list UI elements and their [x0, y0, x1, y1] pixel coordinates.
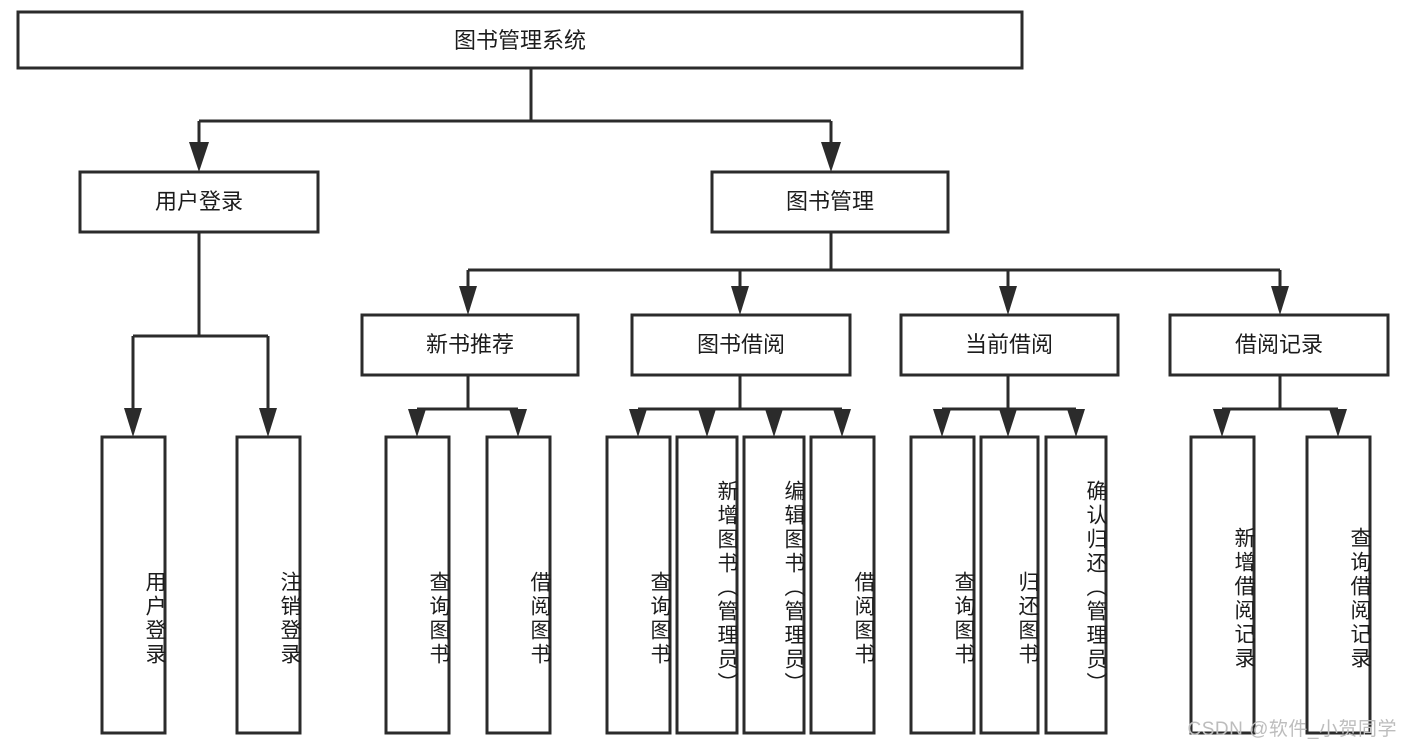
- connectors-currentborrow-to-leaves: [933, 375, 1085, 437]
- arrowhead-leaf-confirm-return: [1067, 409, 1085, 437]
- arrowhead-bookborrow: [731, 286, 749, 315]
- arrowhead-leaf-query-book-borrow: [629, 409, 647, 437]
- node-leaf-confirm-return-box[interactable]: [1044, 435, 1108, 735]
- csdn-watermark: CSDN @软件_小贺同学: [1187, 719, 1397, 740]
- arrowhead-leaf-query-book-rec: [408, 409, 426, 437]
- node-leaf-add-book-box[interactable]: [675, 435, 739, 735]
- arrowhead-leaf-edit-book: [765, 409, 783, 437]
- node-book-manage-label: 图书管理: [786, 189, 874, 214]
- node-leaf-query-book-current-box[interactable]: [909, 435, 976, 735]
- arrowhead-leaf-add-book: [698, 409, 716, 437]
- connectors-bookmanage-to-level3: [459, 232, 1289, 315]
- node-current-borrow[interactable]: 当前借阅: [899, 313, 1120, 377]
- node-user-login-label: 用户登录: [155, 189, 243, 214]
- node-book-manage-box[interactable]: [710, 170, 950, 234]
- arrowhead-book-manage: [821, 142, 841, 172]
- node-root-label: 图书管理系统: [454, 28, 586, 53]
- node-leaf-edit-book-box[interactable]: [742, 435, 806, 735]
- node-book-borrow[interactable]: 图书借阅: [630, 313, 852, 377]
- node-leaf-add-record-box[interactable]: [1189, 435, 1256, 735]
- arrowhead-newbook: [459, 286, 477, 315]
- node-leaf-logout-box[interactable]: [235, 435, 302, 735]
- node-current-borrow-label: 当前借阅: [965, 332, 1053, 357]
- arrowhead-leaf-borrow-book-rec: [509, 409, 527, 437]
- node-borrow-record[interactable]: 借阅记录: [1168, 313, 1390, 377]
- connectors-borrowrecord-to-leaves: [1213, 375, 1347, 437]
- node-borrow-record-label: 借阅记录: [1235, 332, 1323, 357]
- connectors-root-to-level2: [189, 68, 841, 172]
- node-new-book-rec-label: 新书推荐: [426, 332, 514, 357]
- arrowhead-leaf-logout: [259, 408, 277, 437]
- node-book-borrow-label: 图书借阅: [697, 332, 785, 357]
- node-leaf-user-login-box[interactable]: [100, 435, 167, 735]
- node-leaf-borrow-book-box[interactable]: [809, 435, 876, 735]
- node-leaf-return-book-box[interactable]: [979, 435, 1040, 735]
- node-new-book-rec-box[interactable]: [360, 313, 580, 377]
- arrowhead-user-login: [189, 142, 209, 172]
- node-user-login[interactable]: 用户登录: [78, 170, 320, 234]
- connectors-bookborrow-to-leaves: [629, 375, 851, 437]
- arrowhead-leaf-query-record: [1329, 409, 1347, 437]
- arrowhead-leaf-userlogin: [124, 408, 142, 437]
- arrowhead-leaf-query-book-current: [933, 409, 951, 437]
- node-current-borrow-box[interactable]: [899, 313, 1120, 377]
- arrowhead-borrowrecord: [1271, 286, 1289, 315]
- arrowhead-leaf-add-record: [1213, 409, 1231, 437]
- node-new-book-rec[interactable]: 新书推荐: [360, 313, 580, 377]
- node-root[interactable]: 图书管理系统: [16, 10, 1024, 70]
- leaf-boxes: [100, 435, 1372, 735]
- node-leaf-borrow-book-rec-box[interactable]: [485, 435, 552, 735]
- node-root-box[interactable]: [16, 10, 1024, 70]
- node-borrow-record-box[interactable]: [1168, 313, 1390, 377]
- node-user-login-box[interactable]: [78, 170, 320, 234]
- arrowhead-leaf-return-book: [999, 409, 1017, 437]
- node-leaf-query-record-box[interactable]: [1305, 435, 1372, 735]
- node-leaf-query-book-rec-box[interactable]: [384, 435, 451, 735]
- arrowhead-leaf-borrow-book: [833, 409, 851, 437]
- connectors-userlogin-to-leaves: [124, 232, 277, 437]
- arrowhead-currentborrow: [999, 286, 1017, 315]
- node-book-borrow-box[interactable]: [630, 313, 852, 377]
- connectors-newbook-to-leaves: [408, 375, 527, 437]
- node-book-manage[interactable]: 图书管理: [710, 170, 950, 234]
- node-leaf-query-book-borrow-box[interactable]: [605, 435, 672, 735]
